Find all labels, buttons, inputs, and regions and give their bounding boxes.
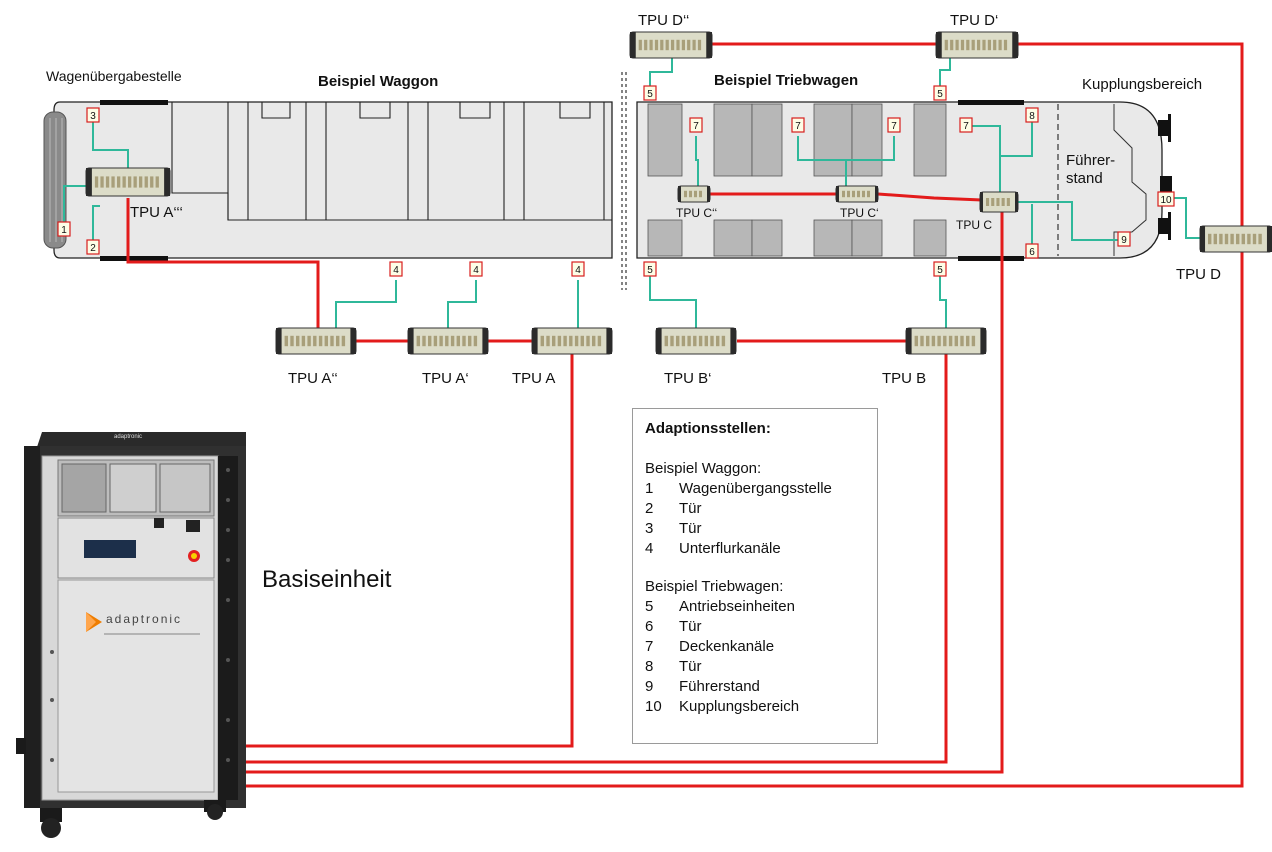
door-bar — [100, 100, 168, 105]
marker-text: 4 — [575, 265, 581, 276]
tpu-label-c1: TPU C‘ — [840, 206, 879, 220]
marker-1: 1 — [58, 222, 70, 236]
marker-7: 7 — [888, 118, 900, 132]
caster-wheel — [41, 818, 61, 838]
tpu-device-d2 — [630, 32, 712, 58]
marker-6: 6 — [1026, 244, 1038, 258]
tpu-label-a: TPU A — [512, 370, 555, 387]
marker-text: 4 — [473, 265, 479, 276]
tpu-device-d1 — [936, 32, 1018, 58]
door-bar — [958, 256, 1024, 261]
marker-5: 5 — [934, 86, 946, 100]
marker-text: 6 — [1029, 247, 1035, 258]
marker-text: 9 — [1121, 235, 1127, 246]
marker-10: 10 — [1158, 192, 1174, 206]
tpu-device-c2 — [678, 186, 710, 202]
tpu-label-d2: TPU D‘‘ — [638, 12, 689, 29]
marker-text: 5 — [647, 89, 653, 100]
label-fuehrerstand-2: stand — [1066, 170, 1103, 187]
marker-text: 5 — [647, 265, 653, 276]
marker-5: 5 — [644, 262, 656, 276]
marker-7: 7 — [960, 118, 972, 132]
tpu-device-a3 — [86, 168, 170, 196]
legend-title: Adaptionsstellen: — [645, 419, 877, 439]
tpu-device-a2 — [276, 328, 356, 354]
marker-9: 9 — [1118, 232, 1130, 246]
tpu-device-c — [980, 192, 1018, 212]
tpu-label-b: TPU B — [882, 370, 926, 387]
marker-4: 4 — [390, 262, 402, 276]
marker-text: 7 — [795, 121, 801, 132]
marker-text: 5 — [937, 265, 943, 276]
marker-text: 10 — [1160, 195, 1172, 206]
legend-group1-title: Beispiel Waggon: — [645, 459, 877, 479]
tpu-device-b1 — [656, 328, 736, 354]
marker-4: 4 — [470, 262, 482, 276]
tpu-label-c2: TPU C‘‘ — [676, 206, 717, 220]
tpu-device-b — [906, 328, 986, 354]
tpu-device-a — [532, 328, 612, 354]
tpu-label-a2: TPU A‘‘ — [288, 370, 338, 387]
marker-text: 4 — [393, 265, 399, 276]
tpu-device-a1 — [408, 328, 488, 354]
label-fuehrerstand-1: Führer- — [1066, 152, 1115, 169]
tpu-device-d — [1200, 226, 1272, 252]
door-bar — [958, 100, 1024, 105]
tpu-label-a1: TPU A‘ — [422, 370, 469, 387]
label-wagenuebergabestelle: Wagenübergabestelle — [46, 68, 182, 84]
marker-5: 5 — [934, 262, 946, 276]
marker-text: 2 — [90, 243, 96, 254]
marker-text: 7 — [693, 121, 699, 132]
marker-text: 7 — [963, 121, 969, 132]
cabinet-brand-large: adaptronic — [106, 612, 182, 626]
label-beispiel-triebwagen: Beispiel Triebwagen — [714, 72, 858, 89]
marker-text: 3 — [90, 111, 96, 122]
tpu-label-d: TPU D — [1176, 266, 1221, 283]
label-kupplungsbereich: Kupplungsbereich — [1082, 76, 1202, 93]
caster-wheel — [207, 804, 223, 820]
tpu-label-d1: TPU D‘ — [950, 12, 998, 29]
tpu-label-a3: TPU A‘‘‘ — [130, 204, 183, 221]
marker-5: 5 — [644, 86, 656, 100]
lcd-display — [84, 540, 136, 558]
tpu-label-c: TPU C — [956, 218, 992, 232]
marker-text: 7 — [891, 121, 897, 132]
marker-2: 2 — [87, 240, 99, 254]
marker-7: 7 — [792, 118, 804, 132]
legend-group2-title: Beispiel Triebwagen: — [645, 577, 877, 597]
tpu-label-b1: TPU B‘ — [664, 370, 712, 387]
marker-3: 3 — [87, 108, 99, 122]
tpu-device-c1 — [836, 186, 878, 202]
marker-text: 1 — [61, 225, 67, 236]
marker-8: 8 — [1026, 108, 1038, 122]
car-separator — [622, 72, 626, 290]
marker-7: 7 — [690, 118, 702, 132]
coupler — [1158, 120, 1168, 136]
marker-text: 5 — [937, 89, 943, 100]
label-beispiel-waggon: Beispiel Waggon — [318, 73, 438, 90]
coupler — [1158, 218, 1168, 234]
marker-text: 8 — [1029, 111, 1035, 122]
door-bar — [100, 256, 168, 261]
label-basiseinheit: Basiseinheit — [262, 566, 391, 594]
cabinet-brand-small: adaptronic — [114, 434, 142, 440]
marker-4: 4 — [572, 262, 584, 276]
base-unit-cabinet — [16, 432, 246, 838]
